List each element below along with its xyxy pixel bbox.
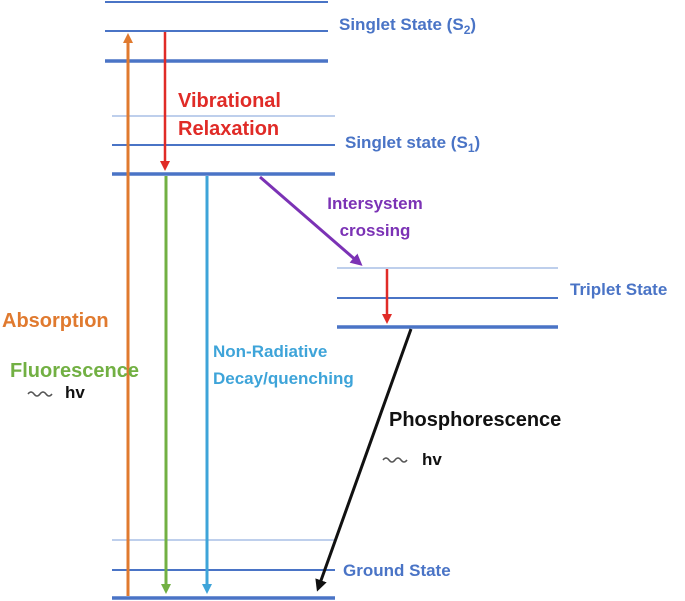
intersystem-crossing-label-line1: Intersystem xyxy=(327,194,422,213)
wave-icon xyxy=(27,391,53,397)
s1-state-label: Singlet state (S1) xyxy=(345,133,480,155)
phosphorescence-label: Phosphorescence xyxy=(389,409,561,431)
ground-state-label: Ground State xyxy=(343,561,451,580)
fluorescence-label: Fluorescence xyxy=(10,360,139,382)
intersystem-crossing-arrow xyxy=(259,175,363,266)
intersystem-crossing-label-line2: crossing xyxy=(340,221,411,240)
triplet-state-label: Triplet State xyxy=(570,280,667,299)
vibrational-relaxation-label-line1: Vibrational xyxy=(178,90,281,112)
fluorescence-hv-label: hv xyxy=(65,383,85,402)
phosphorescence-arrow xyxy=(315,328,413,592)
non-radiative-label-line2: Decay/quenching xyxy=(213,369,354,388)
non-radiative-label-line1: Non-Radiative xyxy=(213,342,327,361)
wave-icon xyxy=(382,457,408,463)
vibrational-relaxation-label-line2: Relaxation xyxy=(178,118,279,140)
s2-state-label: Singlet State (S2) xyxy=(339,15,476,37)
phosphorescence-hv-label: hv xyxy=(422,450,442,469)
absorption-label: Absorption xyxy=(2,310,109,332)
